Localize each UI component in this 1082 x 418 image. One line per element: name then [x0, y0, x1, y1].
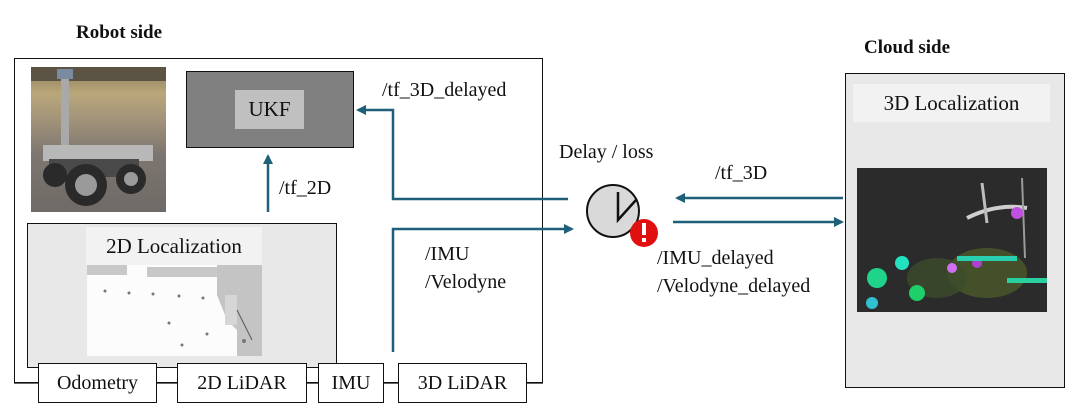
- alert-icon: [630, 219, 658, 247]
- 2d-localization-label: 2D Localization: [86, 227, 262, 265]
- robot-side-title: Robot side: [76, 22, 163, 43]
- 2d-occupancy-map: [87, 265, 262, 356]
- 3d-localization-label: 3D Localization: [853, 84, 1050, 122]
- robot-icon: [31, 67, 166, 206]
- tf-3d-label: /tf_3D: [715, 162, 768, 184]
- tf-3d-delayed-arrow: [356, 105, 568, 201]
- tf-3d-delayed-label: /tf_3D_delayed: [382, 79, 507, 101]
- ukf-label: UKF: [235, 90, 304, 129]
- clock-icon: [586, 184, 640, 238]
- robot-photo: [31, 67, 166, 212]
- sensor-3d-lidar: 3D LiDAR: [398, 363, 527, 403]
- delay-loss-label: Delay / loss: [559, 141, 654, 163]
- sensor-imu: IMU: [318, 363, 384, 403]
- tf-2d-label: /tf_2D: [279, 177, 332, 199]
- sensor-odometry: Odometry: [38, 363, 157, 403]
- cloud-side-title: Cloud side: [864, 37, 951, 58]
- imu-label: /IMU: [425, 243, 470, 265]
- map-icon: [87, 265, 262, 356]
- velodyne-delayed-label: /Velodyne_delayed: [657, 275, 811, 297]
- imu-delayed-label: /IMU_delayed: [657, 247, 774, 269]
- velodyne-label: /Velodyne: [425, 271, 507, 293]
- point-cloud-icon: [866, 177, 1047, 309]
- 3d-point-cloud-map: [857, 168, 1047, 312]
- sensor-2d-lidar: 2D LiDAR: [177, 363, 307, 403]
- imu-velodyne-arrow: [391, 224, 574, 352]
